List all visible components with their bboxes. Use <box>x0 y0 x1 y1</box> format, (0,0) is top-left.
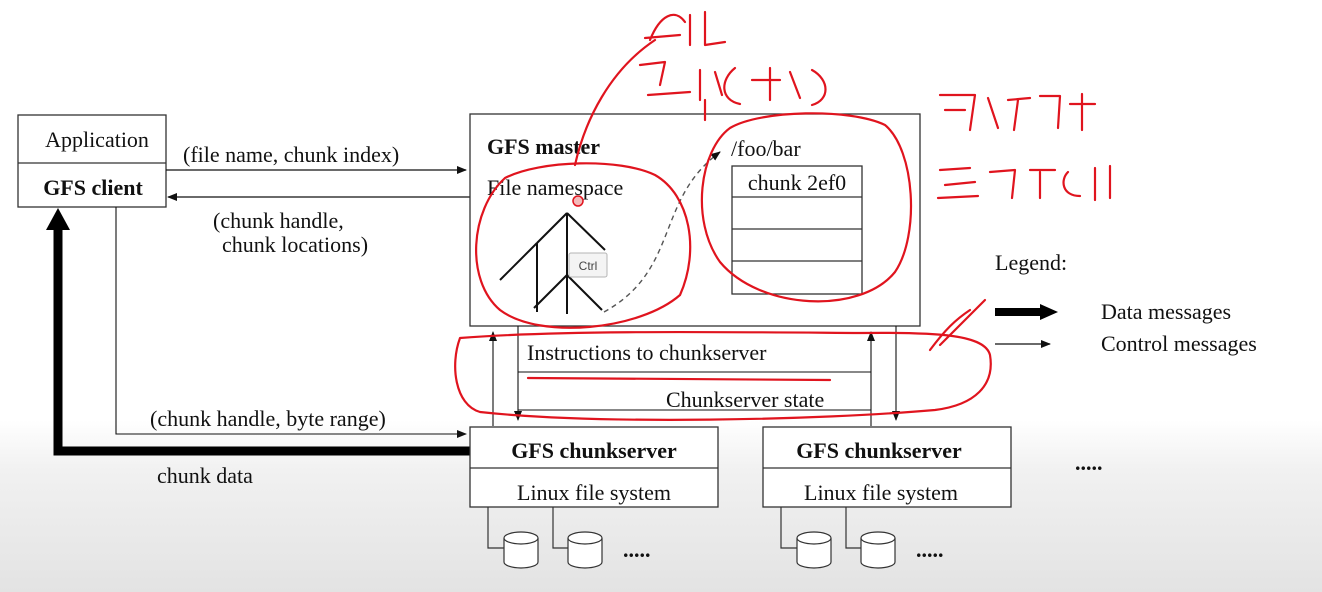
chunk-table <box>731 165 863 295</box>
chunk-data-label: chunk data <box>157 463 253 488</box>
chunk-cell: chunk 2ef0 <box>748 170 846 195</box>
disk-icon <box>860 531 896 569</box>
more-servers-ellipsis: ..... <box>1075 450 1103 475</box>
disk-icon <box>567 531 603 569</box>
application-label: Application <box>45 127 149 152</box>
chunkserver-1-fs: Linux file system <box>517 480 671 505</box>
reply-label-2: chunk locations) <box>222 232 368 257</box>
gfs-client-label: GFS client <box>43 175 143 200</box>
ctrl-tooltip: Ctrl <box>568 252 608 278</box>
request-label: (file name, chunk index) <box>183 142 399 167</box>
disk-ellipsis-1: ..... <box>623 537 651 562</box>
chunkserver-1: GFS chunkserver Linux file system ..... <box>469 426 719 569</box>
disk-icon <box>503 531 539 569</box>
cursor-dot <box>572 195 584 207</box>
disk-ellipsis-2: ..... <box>916 537 944 562</box>
chunkserver-1-title: GFS chunkserver <box>511 438 677 463</box>
reply-label-1: (chunk handle, <box>213 208 344 233</box>
chunkserver-2: GFS chunkserver Linux file system ..... <box>762 426 1012 569</box>
instructions-label: Instructions to chunkserver <box>527 340 767 365</box>
legend-data-label: Data messages <box>1101 299 1231 324</box>
file-path: /foo/bar <box>731 136 801 161</box>
legend-control-label: Control messages <box>1101 331 1257 356</box>
master-title: GFS master <box>487 134 600 159</box>
namespace-to-file-link <box>603 151 721 313</box>
legend-title: Legend: <box>995 250 1067 275</box>
handwritten-annotations <box>454 10 1112 421</box>
chunkserver-2-title: GFS chunkserver <box>796 438 962 463</box>
namespace-tree <box>499 212 606 314</box>
namespace-label: File namespace <box>487 175 623 200</box>
chunk-request-label: (chunk handle, byte range) <box>150 406 386 431</box>
chunk-request-arrow <box>115 207 467 438</box>
state-label: Chunkserver state <box>666 387 824 412</box>
disk-icon <box>796 531 832 569</box>
chunkserver-2-fs: Linux file system <box>804 480 958 505</box>
client-box: Application GFS client <box>17 114 167 208</box>
master-box: GFS master File namespace /foo/bar chunk… <box>469 113 921 327</box>
chunk-data-arrow <box>53 228 470 456</box>
master-chunkserver-links <box>489 326 900 426</box>
ctrl-tooltip-text: Ctrl <box>579 259 598 273</box>
chunk-data-arrowhead <box>46 208 70 230</box>
legend: Legend: Data messages Control messages <box>995 250 1257 356</box>
